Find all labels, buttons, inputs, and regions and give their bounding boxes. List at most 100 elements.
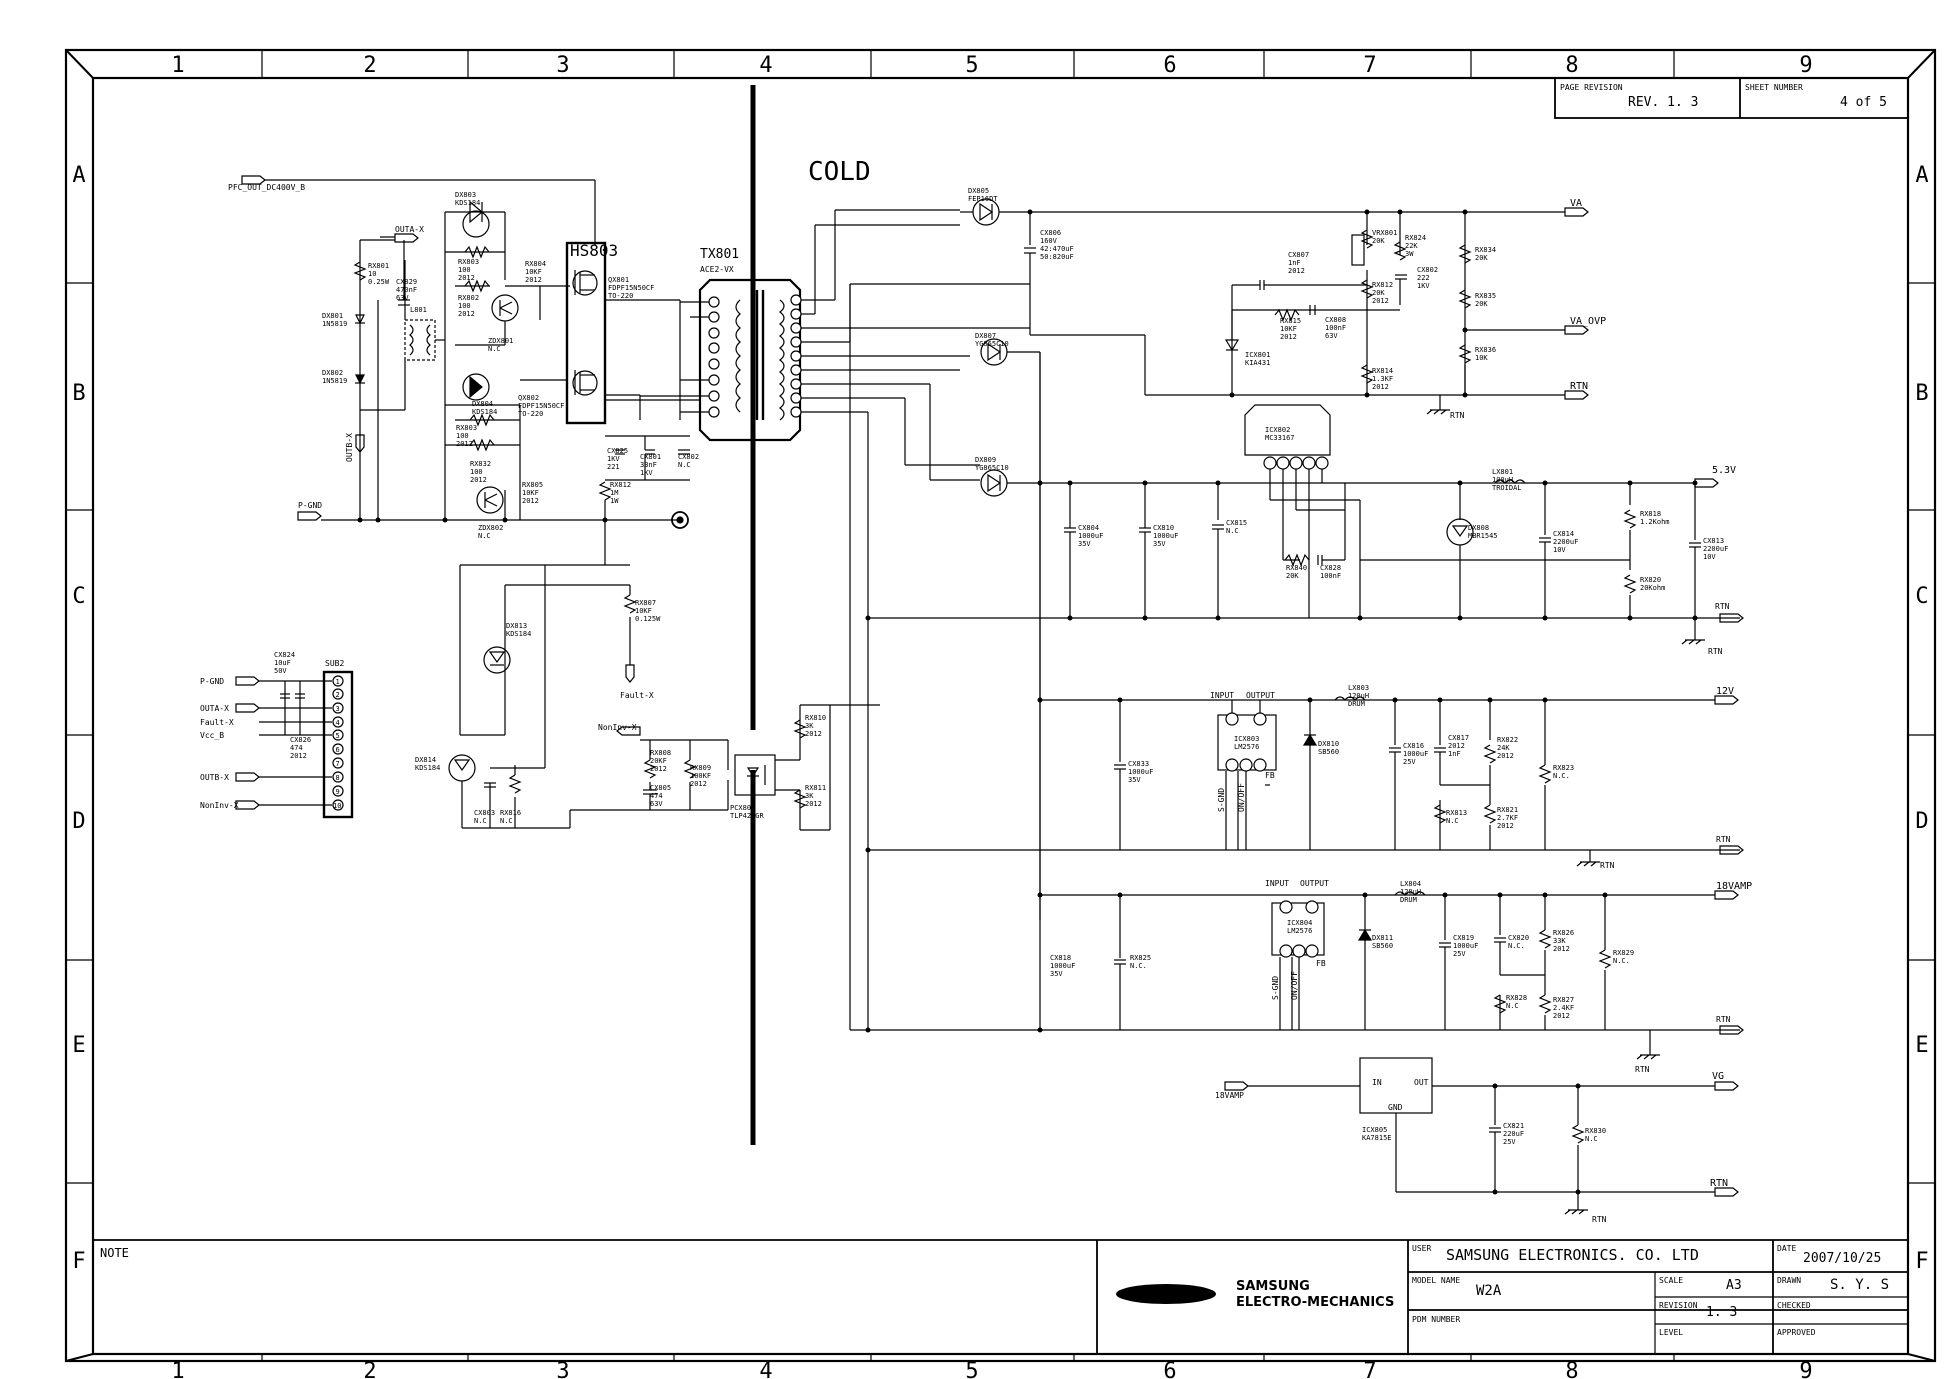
secondary-wiring [801, 198, 1744, 1215]
column-label-bottom: 8 [1565, 1359, 1578, 1379]
column-label-bottom: 4 [759, 1359, 772, 1379]
column-label-bottom: 6 [1163, 1359, 1176, 1379]
row-label: D [72, 809, 85, 834]
connector-pin: 5 [336, 732, 340, 740]
connector-pin: 7 [336, 760, 340, 768]
column-label: 3 [556, 53, 569, 78]
net-rtn: RTN [1715, 602, 1730, 611]
net-noninv: NonInv-X [598, 723, 637, 732]
drawn-label: DRAWN [1777, 1276, 1801, 1285]
transformer-tx801 [640, 278, 802, 442]
date-label: DATE [1777, 1244, 1796, 1253]
column-label: 7 [1363, 53, 1376, 78]
cold-label: COLD [808, 157, 871, 187]
primary-wiring [235, 175, 880, 831]
model-name-label: MODEL NAME [1412, 1276, 1460, 1285]
net-rtn: RTN [1635, 1065, 1650, 1074]
connector-net-label: OUTA-X [200, 704, 229, 713]
column-label: 2 [363, 53, 376, 78]
row-label-right: A [1915, 163, 1928, 188]
net-outa: OUTA-X [395, 225, 424, 234]
model-name-value: W2A [1476, 1283, 1502, 1299]
scale-label: SCALE [1659, 1276, 1683, 1285]
pin-on-off: ON/OFF [1237, 783, 1246, 812]
approved-label: APPROVED [1777, 1328, 1816, 1337]
connector-net-label: Vcc_B [200, 731, 224, 740]
pin-on-off: ON/OFF [1290, 971, 1299, 1000]
column-label-bottom: 3 [556, 1359, 569, 1379]
drawn-value: S. Y. S [1830, 1277, 1889, 1293]
pin-fb: FB [1316, 959, 1326, 968]
column-label: 1 [171, 53, 184, 78]
row-label-right: F [1915, 1249, 1928, 1274]
scale-value: A3 [1726, 1278, 1742, 1293]
sheet-number-label: SHEET NUMBER [1745, 83, 1803, 92]
component-label-l801: L801 [410, 306, 427, 314]
revision-label: REVISION [1659, 1301, 1698, 1310]
sheet-frame [64, 48, 1937, 1363]
connector-pin: 9 [336, 788, 340, 796]
net-rtn: RTN [1716, 1015, 1731, 1024]
connector-net-label: NonInv-X [200, 801, 239, 810]
connector-net-label: OUTB-X [200, 773, 229, 782]
bottom-title-block [93, 1239, 1908, 1354]
net-18vamp-input: 18VAMP [1215, 1091, 1244, 1100]
note-label: NOTE [100, 1246, 129, 1260]
page-revision-label: PAGE REVISION [1560, 83, 1623, 92]
column-label: 5 [965, 53, 978, 78]
user-label: USER [1412, 1244, 1431, 1253]
connector-ref: SUB2 [325, 659, 344, 668]
net-vg: VG [1712, 1071, 1724, 1082]
input-net-label: PFC_OUT_DC400V_B [228, 183, 305, 192]
transformer-ref: TX801 [700, 247, 739, 262]
row-label: A [72, 163, 85, 188]
column-label-bottom: 7 [1363, 1359, 1376, 1379]
connector-pin: 10 [333, 802, 341, 810]
column-label-bottom: 5 [965, 1359, 978, 1379]
row-label-right: B [1915, 381, 1928, 406]
column-label-bottom: 1 [171, 1359, 184, 1379]
